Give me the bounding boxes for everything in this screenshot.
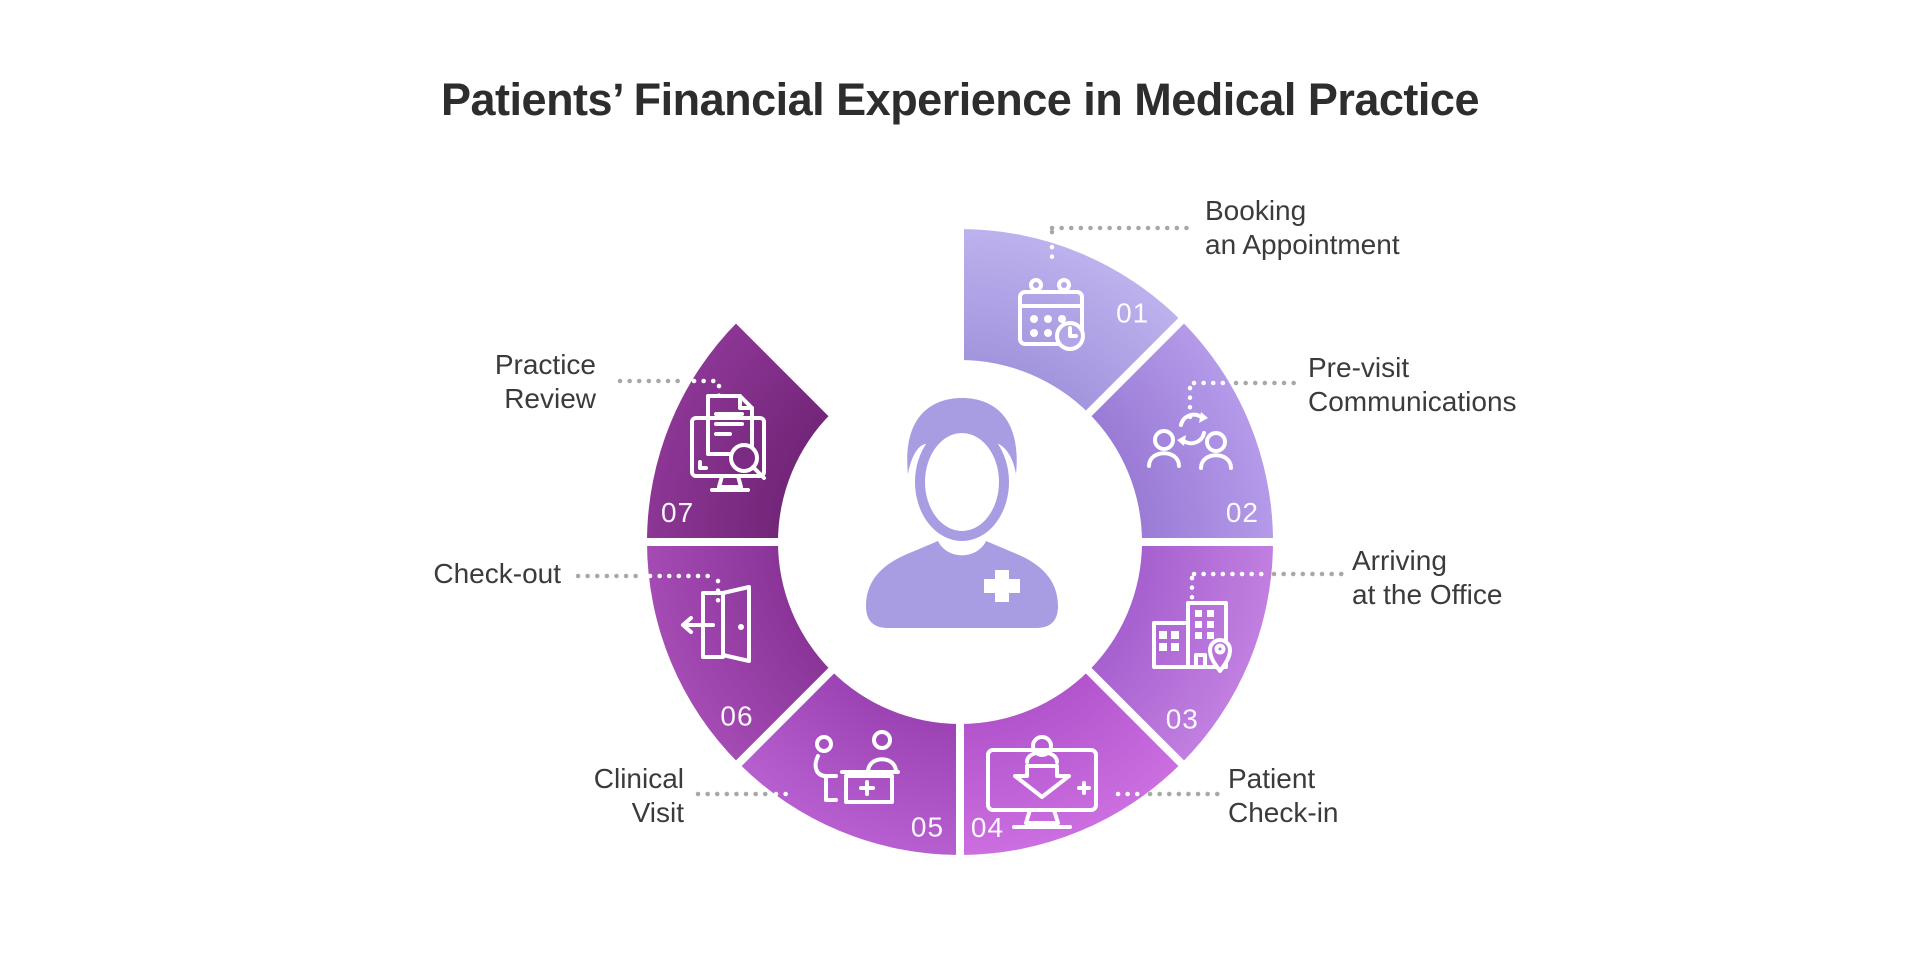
segment-number-07: 07 bbox=[661, 497, 694, 528]
label-practice-review: Practice Review bbox=[494, 349, 596, 414]
segment-divider bbox=[728, 310, 842, 424]
checkin-monitor-icon bbox=[986, 735, 1098, 829]
avatar-body bbox=[866, 541, 1058, 628]
medical-cross-icon bbox=[984, 570, 1020, 602]
leader-previsit-tick bbox=[1187, 380, 1231, 421]
desk-consultation-icon bbox=[813, 730, 900, 804]
segment-number-04: 04 bbox=[971, 812, 1004, 843]
segment-number-01: 01 bbox=[1116, 297, 1149, 328]
document-review-icon bbox=[690, 394, 766, 492]
segment-divider bbox=[728, 660, 842, 774]
segment-number-05: 05 bbox=[911, 812, 944, 843]
page-title: Patients’ Financial Experience in Medica… bbox=[441, 74, 1479, 125]
people-exchange-icon bbox=[1147, 412, 1233, 470]
leader-booking bbox=[1049, 225, 1195, 244]
segment-number-02: 02 bbox=[1226, 497, 1259, 528]
label-previsit-communications: Pre-visit Communications bbox=[1308, 352, 1517, 417]
segment-arc-07 bbox=[647, 320, 832, 542]
calendar-clock-icon bbox=[1018, 278, 1085, 351]
exit-door-icon bbox=[681, 585, 751, 663]
label-patient-checkin: Patient Check-in bbox=[1228, 763, 1339, 828]
label-booking-appointment: Booking an Appointment bbox=[1205, 195, 1400, 260]
segment-divider bbox=[1078, 660, 1192, 774]
building-location-icon bbox=[1152, 601, 1232, 673]
segment-arc-06 bbox=[647, 542, 832, 764]
patient-avatar bbox=[866, 398, 1058, 628]
label-clinical-visit: Clinical Visit bbox=[593, 763, 684, 828]
segment-number-06: 06 bbox=[720, 701, 753, 732]
label-checkout: Check-out bbox=[433, 558, 561, 589]
segment-number-03: 03 bbox=[1166, 703, 1199, 734]
leader-practice-tick bbox=[691, 378, 722, 404]
segment-dividers bbox=[637, 219, 1283, 865]
leader-arriving-tick bbox=[1189, 571, 1269, 601]
segment-arc-03 bbox=[1088, 542, 1273, 764]
segment-divider bbox=[1078, 310, 1192, 424]
segment-arc-05 bbox=[738, 670, 960, 855]
avatar-hair bbox=[907, 398, 1017, 474]
segment-arc-02 bbox=[1088, 320, 1273, 542]
label-arriving-office: Arriving at the Office bbox=[1352, 545, 1503, 610]
segment-numbers: 01 02 03 04 05 06 07 bbox=[661, 297, 1259, 843]
